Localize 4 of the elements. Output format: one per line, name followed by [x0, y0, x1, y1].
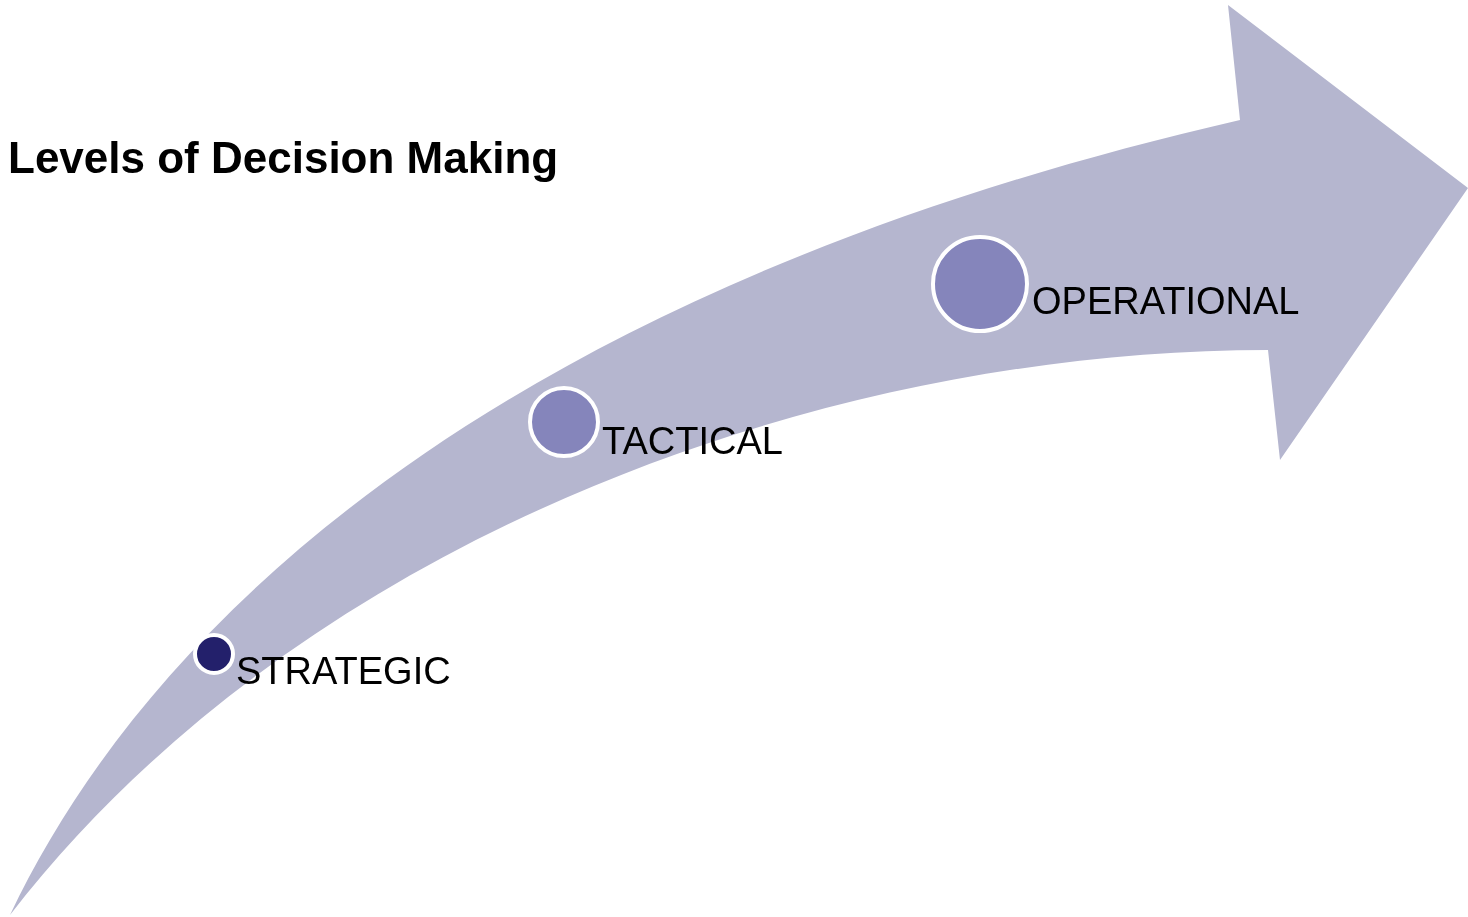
level-label: STRATEGIC	[236, 652, 451, 690]
level-label: TACTICAL	[602, 422, 783, 460]
title: Levels of Decision Making	[8, 136, 559, 180]
level-label: OPERATIONAL	[1032, 282, 1300, 320]
